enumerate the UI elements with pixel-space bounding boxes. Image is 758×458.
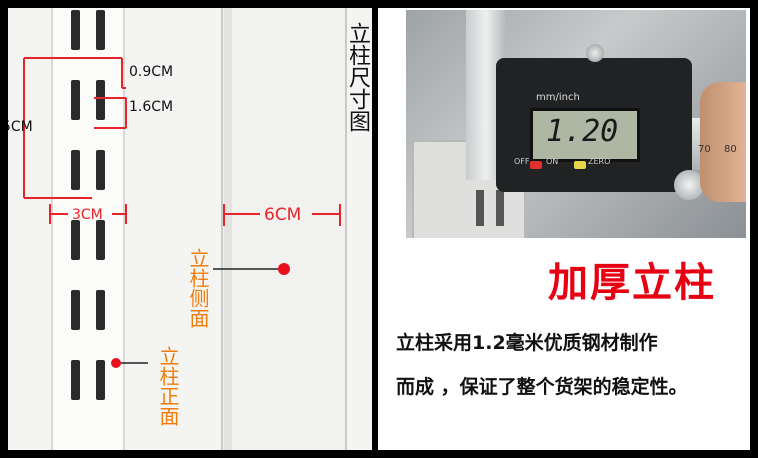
caliper-off-label: OFF: [514, 157, 530, 166]
upright-slot: [96, 220, 105, 260]
callout-front-pointer: [111, 358, 148, 368]
upright-slot: [96, 10, 105, 50]
upright-side-face: [221, 8, 347, 450]
caliper-display: [530, 108, 640, 162]
upright-slot: [96, 290, 105, 330]
upright-slots: [71, 10, 105, 400]
profile-slot: [476, 190, 484, 226]
callout-side-pointer: [213, 263, 290, 275]
caliper-photo: mm/inch 1.20 OFF ON ZERO 70 80: [406, 10, 746, 238]
caliper-reading: 1.20: [546, 114, 619, 149]
upright-front-face: [51, 8, 125, 450]
label-upright-side: 立柱侧面: [186, 248, 210, 328]
caliper-zero-label: ZERO: [588, 157, 611, 166]
caliper-on-label: ON: [546, 157, 559, 166]
dim-label-front-width: 3CM: [72, 207, 103, 223]
right-panel: mm/inch 1.20 OFF ON ZERO 70 80 加厚立柱 立柱采用…: [378, 8, 750, 450]
dim-label-slot-gap: 0.9CM: [129, 64, 174, 80]
upright-slot: [71, 220, 80, 260]
caliper-unit-label: mm/inch: [536, 92, 580, 103]
description-line-1: 立柱采用1.2毫米优质钢材制作: [396, 332, 658, 354]
caliper-scale-tick: 80: [724, 144, 737, 155]
dim-label-slot-length: 1.6CM: [129, 99, 174, 115]
upright-slot: [96, 150, 105, 190]
hand: [700, 82, 746, 202]
upright-slot: [71, 150, 80, 190]
upright-slot: [71, 10, 80, 50]
upright-diagram: [23, 8, 347, 450]
caliper-scale-tick: 70: [698, 144, 711, 155]
upright-slot: [71, 80, 80, 120]
dim-label-slot-pitch: 5CM: [8, 119, 33, 135]
upright-slot: [71, 360, 80, 400]
dimension-lines: [23, 57, 341, 226]
dim-label-side-width: 6CM: [264, 205, 302, 225]
upright-slot: [96, 80, 105, 120]
description-line-2: 而成 ，保证了整个货架的稳定性。: [396, 376, 688, 398]
left-panel: 立柱尺寸图 0.9CM 1.6CM 5CM 3CM 6CM 立柱侧面 立柱正面: [8, 8, 372, 450]
caliper-thumb-wheel[interactable]: [674, 170, 704, 200]
profile-slot: [496, 190, 504, 226]
upright-slot: [96, 360, 105, 400]
label-upright-front: 立柱正面: [156, 346, 180, 426]
caliper-zero-button[interactable]: [574, 161, 586, 169]
caliper-off-button[interactable]: [530, 161, 542, 169]
diagram-title: 立柱尺寸图: [345, 22, 370, 132]
upright-slot: [71, 290, 80, 330]
caliper-lock-screw[interactable]: [586, 44, 604, 62]
headline: 加厚立柱: [548, 260, 716, 306]
